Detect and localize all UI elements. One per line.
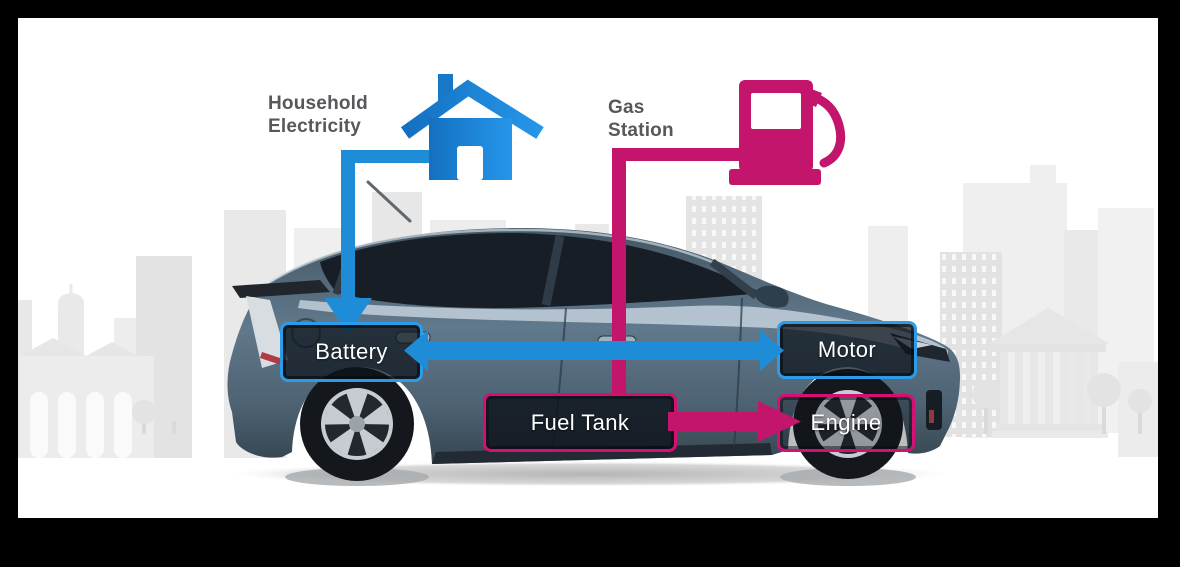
gas-station-line1: Gas: [608, 97, 645, 118]
motor-label: Motor: [817, 337, 877, 362]
household-electricity-label: Household Electricity: [268, 92, 408, 138]
fuel-tank-label: Fuel Tank: [530, 409, 630, 435]
gas-station-label: Gas Station: [608, 96, 728, 142]
motor-box: Motor: [777, 321, 917, 379]
fuel-tank-box: Fuel Tank: [483, 393, 677, 452]
household-electricity-line1: Household: [268, 93, 368, 114]
battery-box: Battery: [280, 322, 423, 382]
engine-label: Engine: [810, 410, 882, 435]
household-electricity-line2: Electricity: [268, 116, 362, 138]
battery-label: Battery: [315, 339, 388, 364]
gas-station-line2: Station: [608, 120, 674, 142]
engine-box: Engine: [777, 394, 915, 452]
